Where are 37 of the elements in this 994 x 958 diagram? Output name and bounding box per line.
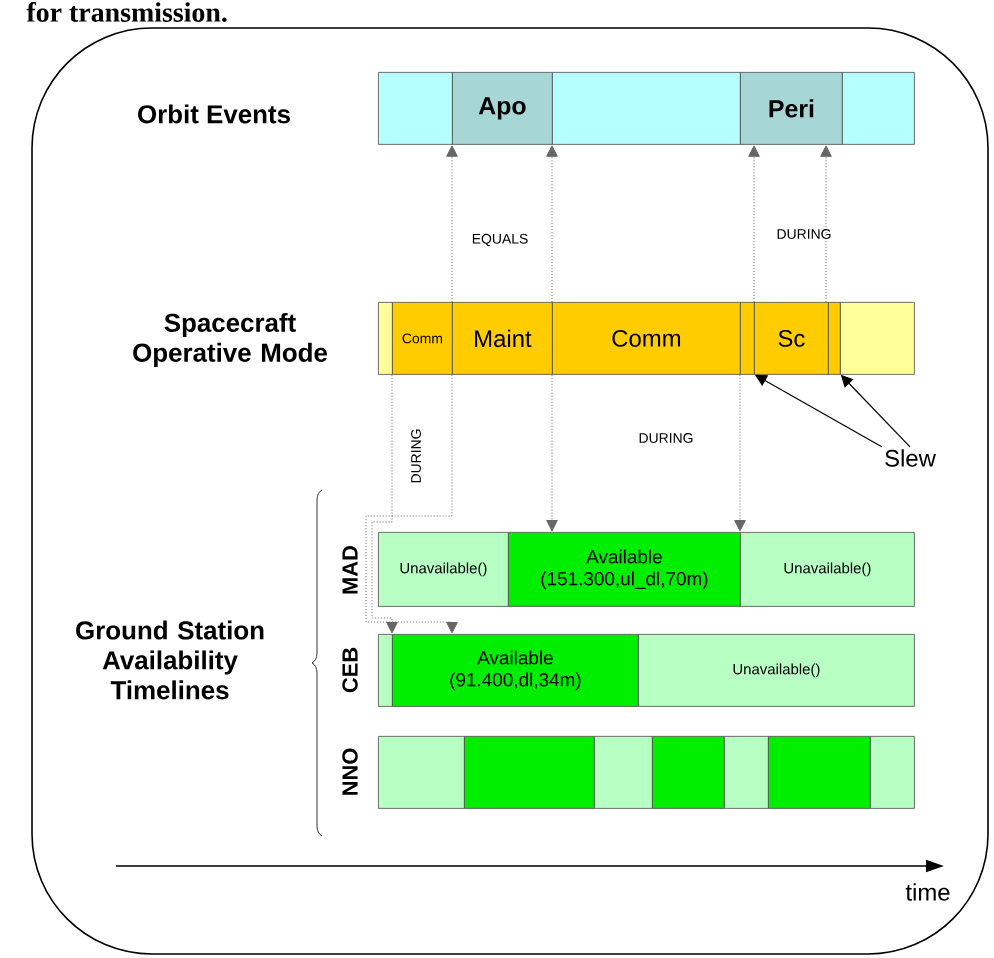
segment-box bbox=[840, 302, 915, 375]
callout-label: Slew bbox=[885, 449, 936, 467]
segment-box bbox=[740, 302, 755, 375]
segment-box bbox=[378, 72, 453, 145]
segment-box bbox=[378, 634, 393, 707]
station-label: MAD bbox=[342, 545, 358, 594]
row-label: Spacecraft Operative Mode bbox=[133, 312, 327, 367]
segment-box: Peri bbox=[740, 72, 843, 145]
station-label: NNO bbox=[342, 748, 358, 795]
segment-box bbox=[768, 736, 871, 809]
heading-fragment: for transmission. bbox=[26, 1, 227, 22]
segment-box: Available (91.400,dl,34m) bbox=[392, 634, 639, 707]
segment-box: Maint bbox=[452, 302, 553, 375]
arrow bbox=[820, 145, 832, 303]
arrow bbox=[371, 374, 398, 634]
segment-box bbox=[870, 736, 915, 809]
arrow bbox=[446, 145, 458, 303]
segment-box bbox=[842, 72, 915, 145]
segment-box bbox=[378, 736, 465, 809]
segment-box bbox=[464, 736, 595, 809]
arrow bbox=[748, 145, 760, 303]
segment-box bbox=[724, 736, 769, 809]
axis-label: time bbox=[905, 883, 950, 901]
segment-box bbox=[594, 736, 653, 809]
station-label: CEB bbox=[342, 647, 358, 693]
segment-box bbox=[378, 302, 393, 375]
row-label: Orbit Events bbox=[138, 104, 290, 124]
segment-box bbox=[552, 72, 741, 145]
segment-box bbox=[652, 736, 725, 809]
arrow bbox=[546, 145, 558, 303]
row-label: Ground Station Availability Timelines bbox=[76, 620, 264, 700]
segment-box bbox=[828, 302, 841, 375]
segment-box: Available (151.300,ul_dl,70m) bbox=[508, 532, 741, 607]
arrow bbox=[546, 374, 558, 532]
arrow bbox=[734, 374, 746, 532]
segment-box: Apo bbox=[452, 72, 553, 145]
arrow bbox=[365, 374, 458, 634]
